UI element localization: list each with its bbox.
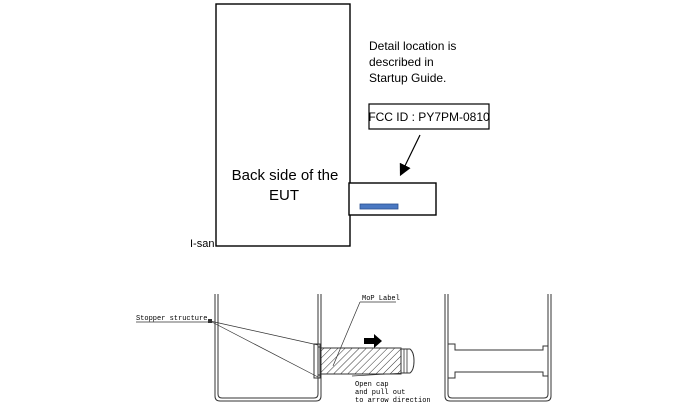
- slot-drawing-right: [444, 294, 552, 402]
- stopper-label: Stopper structure: [136, 315, 207, 323]
- note-line-3: Startup Guide.: [369, 71, 446, 85]
- mop-card: [320, 347, 415, 375]
- slot-drawing-left: [214, 294, 322, 402]
- stopper-callout: Stopper structure: [136, 315, 319, 378]
- callout-arrow: [399, 134, 421, 177]
- mop-label-callout: MoP Label: [332, 295, 400, 367]
- note-line-1: Detail location is: [369, 39, 456, 53]
- mop-label-text: MoP Label: [362, 295, 400, 303]
- fcc-id-callout: FCC ID : PY7PM-0810: [368, 103, 490, 130]
- brand-label: I-san: [190, 238, 214, 250]
- note-line-2: described in: [369, 55, 434, 69]
- eut-label-line1: Back side of the: [232, 167, 339, 184]
- instruction-callout: Open cap and pull out to arrow direction: [351, 372, 431, 405]
- pull-direction-arrow-icon: [364, 334, 382, 348]
- fcc-label-strip: [359, 203, 399, 210]
- location-note: Detail location is described in Startup …: [369, 39, 456, 85]
- eut-label-line2: EUT: [269, 187, 299, 204]
- instruction-line-3: to arrow direction: [355, 397, 431, 405]
- card-slot: [348, 182, 437, 216]
- fcc-id-text: FCC ID : PY7PM-0810: [368, 110, 490, 124]
- instruction-line-2: and pull out: [355, 389, 405, 397]
- instruction-line-1: Open cap: [355, 381, 389, 389]
- eut-back-panel: Back side of the EUT: [215, 3, 351, 247]
